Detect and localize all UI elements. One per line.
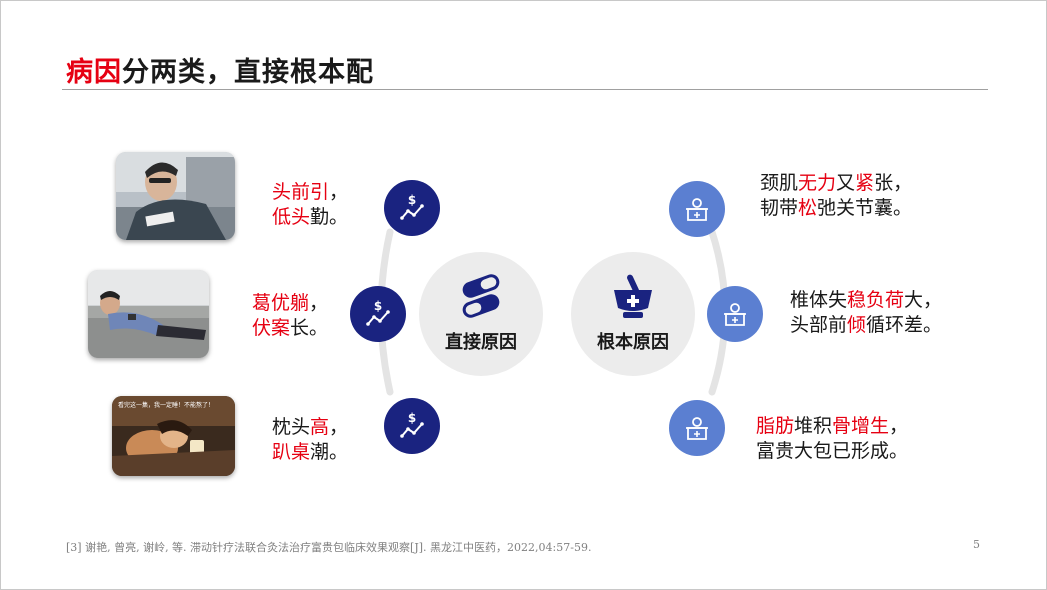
title-divider (62, 89, 988, 90)
root-cause-1-text: 颈肌无力又紧张， 韧带松弛关节囊。 (760, 171, 912, 221)
punct: ， (308, 292, 328, 314)
text: 富贵大包已形成。 (756, 440, 909, 462)
root-cause-1-term-2: 紧 (855, 172, 875, 194)
slide-title: 病因分两类，直接根本配 (66, 50, 374, 89)
root-cause-2-term: 稳负荷 (847, 289, 905, 311)
direct-cause-2-end: 长。 (289, 317, 328, 339)
svg-text:$: $ (408, 411, 416, 425)
mortar-pestle-icon (614, 274, 652, 318)
direct-cause-3-node: $ (384, 398, 440, 454)
medical-cabinet-icon (686, 198, 708, 221)
punct: ， (328, 416, 348, 438)
medical-cabinet-icon (686, 417, 708, 440)
root-cause-2-term-2: 倾 (847, 314, 867, 336)
reference-footnote: [3] 谢艳, 曾亮, 谢岭, 等. 滞动针疗法联合灸法治疗富贵包临床效果观察[… (66, 541, 592, 554)
text: ， (889, 415, 909, 437)
text: 椎体失 (790, 289, 848, 311)
direct-cause-hub-label: 直接原因 (445, 332, 517, 353)
svg-text:$: $ (408, 193, 416, 207)
punct: ， (328, 181, 348, 203)
root-cause-1-node (669, 181, 725, 237)
direct-cause-2-term-2: 伏案 (251, 317, 290, 339)
dollar-trend-icon: $ (400, 193, 424, 220)
text: 又 (836, 172, 856, 194)
title-highlight: 病因 (66, 57, 122, 88)
direct-cause-1-term: 头前引 (271, 181, 329, 203)
svg-text:$: $ (374, 299, 382, 313)
medical-cabinet-icon (724, 303, 746, 326)
root-cause-2-text: 椎体失稳负荷大， 头部前倾循环差。 (790, 288, 942, 338)
dollar-trend-icon: $ (400, 411, 424, 438)
direct-cause-3-text: 枕头高， 趴桌潮。 (266, 415, 348, 465)
root-cause-3-term: 脂肪 (756, 415, 795, 437)
direct-cause-2-text: 葛优躺， 伏案长。 (246, 291, 328, 341)
text: 循环差。 (866, 314, 943, 336)
root-cause-hub: 根本原因 (571, 252, 695, 376)
root-cause-1-term: 无力 (798, 172, 837, 194)
direct-cause-1-node: $ (384, 180, 440, 236)
dollar-trend-icon: $ (366, 299, 390, 326)
text: 韧带 (760, 197, 799, 219)
root-cause-3-text: 脂肪堆积骨增生， 富贵大包已形成。 (756, 414, 908, 464)
text: 头部前 (790, 314, 848, 336)
text: 颈肌 (760, 172, 799, 194)
direct-cause-3-end: 潮。 (309, 441, 348, 463)
root-cause-1-term-3: 松 (798, 197, 818, 219)
direct-cause-1-text: 头前引， 低头勤。 (266, 180, 348, 230)
photo-caption: 看完这一集，我一定睡！不能熬了！ (118, 402, 215, 409)
direct-cause-3-term: 高 (309, 416, 329, 438)
root-cause-3-node (669, 400, 725, 456)
page-number: 5 (973, 538, 980, 551)
text: 弛关节囊。 (817, 197, 913, 219)
root-cause-hub-label: 根本原因 (597, 332, 669, 353)
direct-cause-3-pre: 枕头 (271, 416, 310, 438)
direct-cause-2-term: 葛优躺 (251, 292, 309, 314)
photo-phone-at-night: 看完这一集，我一定睡！不能熬了！ (112, 396, 235, 476)
photo-man-sofa (88, 270, 209, 358)
text: 大， (904, 289, 943, 311)
direct-cause-3-term-2: 趴桌 (271, 441, 310, 463)
text: 堆积 (794, 415, 833, 437)
pills-icon (462, 274, 500, 318)
text: 张， (874, 172, 913, 194)
direct-cause-hub: 直接原因 (419, 252, 543, 376)
photo-man-phone (116, 152, 235, 240)
direct-cause-1-end: 勤。 (309, 206, 348, 228)
title-rest: 分两类，直接根本配 (122, 57, 374, 88)
direct-cause-2-node: $ (350, 286, 406, 342)
root-cause-2-node (707, 286, 763, 342)
direct-cause-1-term-2: 低头 (271, 206, 310, 228)
root-cause-3-term-2: 骨增生 (832, 415, 890, 437)
